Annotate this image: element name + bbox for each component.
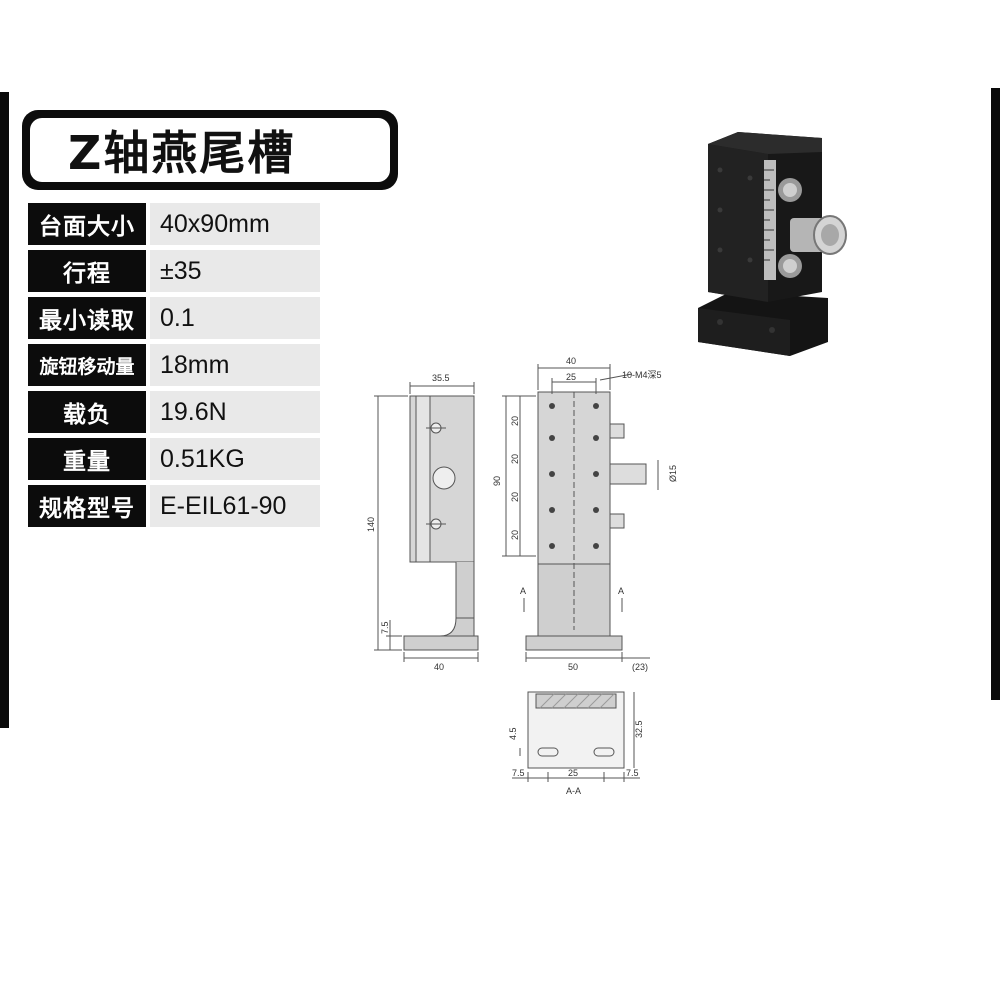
spec-value: 18mm xyxy=(150,344,320,386)
spec-row: 最小读取 0.1 xyxy=(28,297,320,339)
front-view xyxy=(502,364,659,662)
spec-value: 0.51KG xyxy=(150,438,320,480)
dim-pitch: 20 xyxy=(510,530,520,540)
dim-front-inner: 25 xyxy=(566,372,576,382)
spec-value: 0.1 xyxy=(150,297,320,339)
spec-label: 载负 xyxy=(28,391,146,433)
left-edge-bar xyxy=(0,92,9,728)
side-view xyxy=(374,382,479,662)
dim-pitch: 20 xyxy=(510,454,520,464)
section-label: A-A xyxy=(566,786,581,796)
section-mark-left: A xyxy=(520,586,526,596)
dim-sec-height: 32.5 xyxy=(634,720,644,738)
dim-height: 140 xyxy=(366,517,376,532)
spec-row: 重量 0.51KG xyxy=(28,438,320,480)
dim-pitch: 20 xyxy=(510,416,520,426)
spec-row: 旋钮移动量 18mm xyxy=(28,344,320,386)
spec-label: 重量 xyxy=(28,438,146,480)
dim-sec-left: 7.5 xyxy=(512,768,525,778)
spec-label: 台面大小 xyxy=(28,203,146,245)
spec-value: 19.6N xyxy=(150,391,320,433)
spec-value: ±35 xyxy=(150,250,320,292)
spec-label: 行程 xyxy=(28,250,146,292)
spec-row: 行程 ±35 xyxy=(28,250,320,292)
technical-drawing: 35.5 140 7.5 40 xyxy=(366,356,678,796)
dim-side-top: 35.5 xyxy=(432,373,450,383)
spec-value: 40x90mm xyxy=(150,203,320,245)
right-edge-bar xyxy=(991,88,1000,700)
spec-row: 规格型号 E-EIL61-90 xyxy=(28,485,320,527)
dim-knob-offset: (23) xyxy=(632,662,648,672)
section-mark-right: A xyxy=(618,586,624,596)
dim-pitch: 20 xyxy=(510,492,520,502)
dim-base-thick: 7.5 xyxy=(380,621,390,634)
dim-front-height: 90 xyxy=(492,476,502,486)
page-title: Z轴燕尾槽 xyxy=(68,126,296,180)
spec-label: 最小读取 xyxy=(28,297,146,339)
dim-front-top: 40 xyxy=(566,356,576,366)
spec-label: 旋钮移动量 xyxy=(28,344,146,386)
spec-row: 台面大小 40x90mm xyxy=(28,203,320,245)
title-banner: Z轴燕尾槽 xyxy=(22,110,398,190)
spec-table: 台面大小 40x90mm 行程 ±35 最小读取 0.1 旋钮移动量 18mm … xyxy=(28,203,320,532)
dim-sec-right: 7.5 xyxy=(626,768,639,778)
dim-knob-dia: Ø15 xyxy=(668,465,678,482)
spec-row: 载负 19.6N xyxy=(28,391,320,433)
spec-value: E-EIL61-90 xyxy=(150,485,320,527)
title-inner: Z轴燕尾槽 xyxy=(30,118,390,182)
product-photo xyxy=(698,132,847,356)
dim-hole-note: 10-M4深5 xyxy=(622,370,662,380)
dim-sec-slot: 4.5 xyxy=(508,727,518,740)
spec-label: 规格型号 xyxy=(28,485,146,527)
dim-side-bottom: 40 xyxy=(434,662,444,672)
dim-sec-mid: 25 xyxy=(568,768,578,778)
section-view xyxy=(512,691,640,782)
dim-front-bottom: 50 xyxy=(568,662,578,672)
